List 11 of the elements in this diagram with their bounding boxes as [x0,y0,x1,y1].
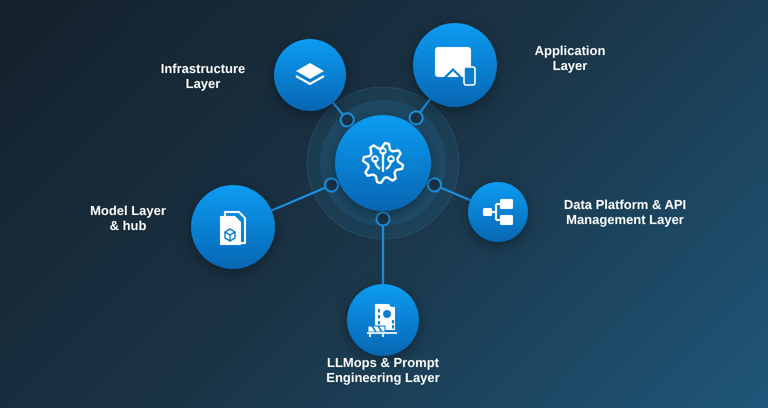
layer-label: Infrastructure Layer [160,61,246,91]
layer-label: Model Layer & hub [89,203,167,233]
connector-line [408,98,432,126]
connector-line [332,102,355,128]
hub-circle [335,115,431,211]
connector-line [271,177,339,212]
layer-label: Data Platform & API Management Layer [562,197,688,227]
layer-label: Application Layer [534,43,606,73]
connector-line [376,212,390,284]
layer-label: LLMops & Prompt Engineering Layer [325,355,441,385]
connector-line [427,177,471,202]
